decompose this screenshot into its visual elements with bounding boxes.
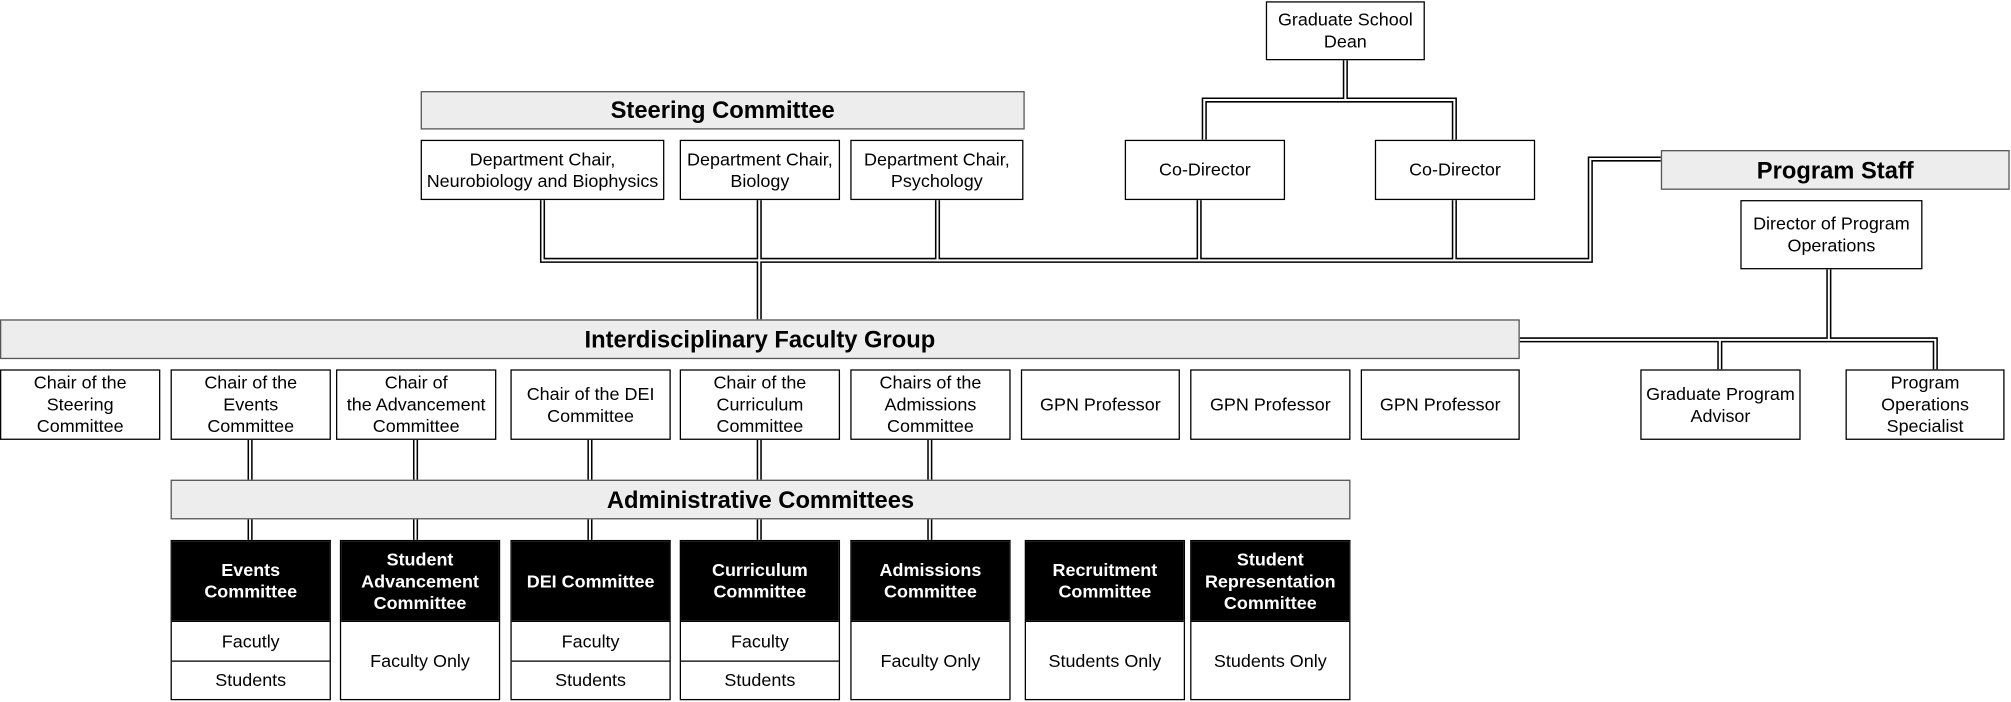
connector-line — [541, 158, 1661, 262]
program-staff-header: Program Staff — [1660, 150, 2010, 190]
committee-membership: Students — [511, 659, 670, 699]
committee-membership: Students — [681, 659, 839, 699]
faculty-group-member: Chair of the Events Committee — [170, 369, 331, 440]
committee-membership: Faculty Only — [341, 620, 499, 699]
committee-name: Student Advancement Committee — [341, 541, 499, 621]
faculty-group-member: Chairs of the Admissions Committee — [850, 369, 1011, 440]
faculty-group-member: GPN Professor — [1360, 369, 1520, 440]
faculty-group-member: Chair of the Curriculum Committee — [679, 369, 841, 440]
graduate-school-dean: Graduate School Dean — [1265, 1, 1425, 61]
committee-name: Recruitment Committee — [1026, 541, 1184, 621]
connector-line — [1203, 60, 1456, 140]
committee-membership: Students Only — [1191, 620, 1350, 699]
faculty-group-member: GPN Professor — [1020, 369, 1180, 440]
committee-name: Events Committee — [171, 541, 330, 621]
committee-membership: Faculty Only — [851, 620, 1010, 699]
committee-membership: Students — [171, 659, 330, 699]
committee-membership: Students Only — [1026, 620, 1184, 699]
dept-chair-psychology: Department Chair, Psychology — [850, 139, 1024, 201]
co-director: Co-Director — [1374, 139, 1536, 201]
committee-membership: Faculty — [511, 620, 670, 660]
administrative-committees-header: Administrative Committees — [170, 479, 1351, 520]
dept-chair-biology: Department Chair, Biology — [679, 139, 841, 201]
faculty-group-member: GPN Professor — [1190, 369, 1351, 440]
faculty-group-header: Interdisciplinary Faculty Group — [0, 319, 1520, 360]
steering-committee-header: Steering Committee — [420, 91, 1025, 130]
co-director: Co-Director — [1124, 139, 1286, 201]
graduate-program-advisor: Graduate Program Advisor — [1640, 369, 1801, 440]
faculty-group-member: Chair of the Advancement Committee — [336, 369, 497, 440]
committee-name: Student Representation Committee — [1191, 541, 1350, 621]
dept-chair-neurobiology: Department Chair, Neurobiology and Bioph… — [420, 139, 665, 201]
committee-name: Admissions Committee — [851, 541, 1010, 621]
faculty-group-member: Chair of the DEI Committee — [510, 369, 671, 440]
committee-membership: Faculty — [681, 620, 839, 660]
committee-membership: Facutly — [171, 620, 330, 660]
connector-line — [1519, 269, 1938, 370]
program-operations-specialist: Program Operations Specialist — [1845, 369, 2005, 440]
faculty-group-member: Chair of the Steering Committee — [0, 369, 161, 440]
connector-line — [1519, 269, 1937, 370]
director-program-operations: Director of Program Operations — [1740, 200, 1923, 270]
committee-name: Curriculum Committee — [681, 541, 839, 621]
committee-name: DEI Committee — [511, 541, 670, 621]
